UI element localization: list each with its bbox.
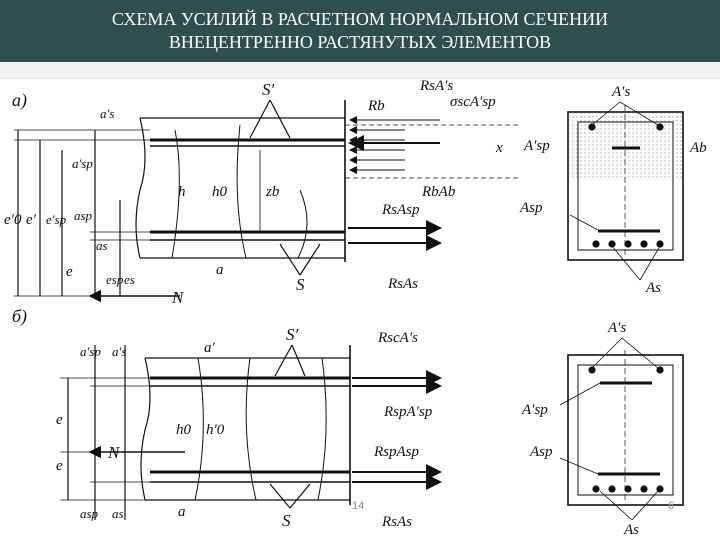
- diagram-a: [14, 99, 684, 303]
- label-a-s: as: [96, 238, 108, 253]
- section-b-as: As: [623, 522, 639, 538]
- diagram-b: [60, 337, 684, 521]
- beam-b-crack-2: [245, 357, 257, 501]
- label-es: es: [124, 272, 135, 287]
- section-a-compressed-zone: [568, 112, 683, 178]
- slide-title: СХЕМА УСИЛИЙ В РАСЧЕТНОМ НОРМАЛЬНОМ СЕЧЕ…: [0, 8, 720, 54]
- section-b-as-prime: A′s: [607, 320, 626, 336]
- label-a-sp-prime-b: a′sp: [80, 344, 101, 359]
- case-label-a: а): [12, 90, 27, 111]
- section-a-asp-prime: A′sp: [523, 138, 550, 154]
- label-a-prime-b: a′: [204, 340, 216, 356]
- label-h0: h0: [212, 184, 228, 200]
- section-a-as-prime: A′s: [611, 84, 630, 100]
- title-line-2: ВНЕЦЕНТРЕННО РАСТЯНУТЫХ ЭЛЕМЕНТОВ: [168, 32, 552, 52]
- label-a-sp: asp: [74, 208, 93, 223]
- label-e0: e′0: [4, 212, 22, 228]
- label-a-small: a: [216, 262, 224, 278]
- label-x: x: [495, 140, 503, 156]
- section-a-asp: Asp: [519, 200, 543, 216]
- label-s-a: S: [296, 275, 305, 294]
- label-rs-asp: RsAsp: [381, 202, 420, 218]
- label-a-s-prime-b: a′s: [112, 344, 126, 359]
- beam-a-crack-3: [297, 189, 308, 259]
- label-rs-as-prime: RsA′s: [419, 78, 453, 94]
- label-e-sp-prime: e′sp: [46, 212, 67, 227]
- label-n-b: N: [107, 443, 121, 462]
- beam-b-crack-3: [317, 357, 327, 501]
- section-b-outline: [567, 354, 684, 506]
- label-h0-prime-b: h′0: [206, 422, 225, 438]
- label-s-b: S: [282, 511, 291, 530]
- label-zb: zb: [265, 184, 280, 200]
- case-label-b: б): [12, 306, 27, 327]
- beam-b-crack-1: [194, 357, 204, 501]
- page-number: 14: [352, 500, 365, 512]
- label-rs-as-b: RsAs: [381, 514, 412, 530]
- label-as-prime-top: a′s: [100, 106, 114, 121]
- label-h0-b: h0: [176, 422, 192, 438]
- label-n-a: N: [171, 288, 185, 307]
- label-a-b: a: [178, 504, 186, 520]
- label-e-a: e: [66, 264, 73, 280]
- label-e-b: e: [56, 412, 63, 428]
- label-rsp-asp-prime: RspA′sp: [383, 404, 433, 420]
- label-rb: Rb: [367, 98, 385, 114]
- decorative-stripe: [0, 62, 720, 79]
- label-s-prime-a: S′: [262, 80, 275, 99]
- section-a-as: As: [645, 280, 661, 296]
- label-sigma-sc: σscA′sp: [450, 94, 496, 110]
- label-rsp-asp: RspAsp: [373, 444, 420, 460]
- label-e-prime: e′: [26, 212, 37, 228]
- beam-b-left-break: [140, 357, 151, 501]
- slide-number: 6: [668, 500, 675, 512]
- label-a-sp-b: asp: [80, 506, 99, 521]
- label-rb-ab: RbAb: [421, 184, 456, 200]
- beam-a-left-break: [135, 117, 146, 259]
- label-rs-as: RsAs: [387, 276, 418, 292]
- label-asp-prime-top: a′sp: [72, 156, 93, 171]
- label-s-prime-b: S′: [286, 325, 299, 344]
- section-b-asp: Asp: [529, 444, 553, 460]
- label-e2-b: e: [56, 458, 63, 474]
- section-a-ab: Ab: [689, 140, 707, 156]
- section-b-asp-prime: A′sp: [521, 402, 548, 418]
- label-h: h: [178, 184, 186, 200]
- label-a-s-b: as: [112, 506, 124, 521]
- title-line-1: СХЕМА УСИЛИЙ В РАСЧЕТНОМ НОРМАЛЬНОМ СЕЧЕ…: [111, 9, 609, 29]
- label-e-sp: esp: [106, 272, 124, 287]
- label-rsc-as-prime: RscA′s: [377, 330, 418, 346]
- beam-a-crack-2: [236, 124, 247, 259]
- title-bar: СХЕМА УСИЛИЙ В РАСЧЕТНОМ НОРМАЛЬНОМ СЕЧЕ…: [0, 0, 720, 62]
